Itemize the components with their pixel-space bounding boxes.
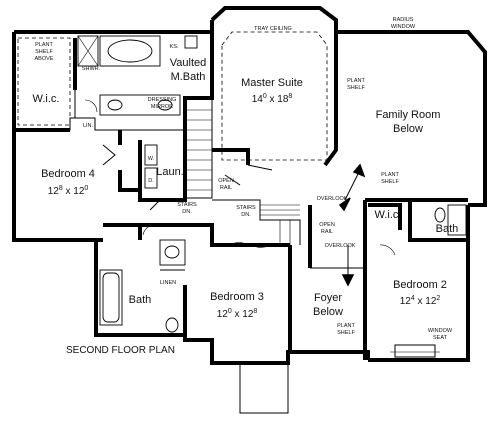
note-open-rail-1b: RAIL (220, 185, 232, 191)
master-suite-name: Master Suite (241, 77, 303, 89)
note-plant-shelf-foyer-2: SHELF (337, 330, 355, 336)
note-lin: LIN. (83, 123, 94, 129)
note-stairs-dn-2a: STAIRS (236, 205, 256, 211)
note-open-rail-1a: OPEN (218, 178, 234, 184)
hall-bath-name: Bath (129, 294, 152, 306)
note-plant-shelf-above-3: ABOVE (35, 56, 54, 62)
note-open-rail-2a: OPEN (319, 222, 335, 228)
note-stairs-dn-1a: STAIRS (177, 202, 197, 208)
bed2-bath-name: Bath (436, 223, 459, 235)
overlook-arrowhead-1 (352, 163, 366, 178)
note-window-seat-2: SEAT (433, 335, 448, 341)
note-dryer: D. (148, 178, 154, 184)
note-stairs-dn-1b: DN. (182, 209, 192, 215)
note-open-rail-2b: RAIL (321, 229, 333, 235)
overlook-arrow-line-1 (344, 169, 361, 201)
laundry-name: Laun. (156, 166, 184, 178)
foyer-name: Foyer (314, 292, 342, 304)
room-labels: Master Suite 140 x 188 Family Room Below… (33, 57, 459, 320)
note-plant-shelf-foyer-1: PLANT (337, 323, 355, 329)
note-stairs-dn-2b: DN. (241, 212, 251, 218)
note-plant-shelf-fr-2: SHELF (381, 179, 399, 185)
bedroom2-name: Bedroom 2 (393, 279, 447, 291)
note-dressing-mirror-2: MIRROR (151, 104, 173, 110)
ceiling-lines (17, 31, 328, 161)
bed2-wic-name: W.i.c. (375, 209, 402, 221)
overlook-arrowhead-2 (338, 197, 351, 212)
bedroom2-dims: 124 x 122 (400, 295, 441, 307)
bedroom3-dims: 120 x 128 (217, 308, 258, 320)
note-washer: W. (148, 156, 155, 162)
fixtures (77, 35, 467, 333)
plan-title: SECOND FLOOR PLAN (66, 345, 175, 356)
door-swings (84, 99, 396, 256)
note-plant-shelf-above-1: PLANT (35, 42, 53, 48)
note-ks: KS. (170, 44, 179, 50)
overlook-arrows (338, 163, 366, 287)
note-overlook-1: OVERLOOK (317, 196, 348, 202)
master-suite-dims: 140 x 188 (252, 93, 293, 105)
note-plant-shelf-fr-1: PLANT (381, 172, 399, 178)
vaulted-bath-name-2: M.Bath (171, 71, 206, 83)
note-shwr: SHWR. (82, 66, 101, 72)
note-plant-shelf-mr-1: PLANT (347, 78, 365, 84)
foyer-below: Below (313, 306, 343, 318)
family-room-below: Below (393, 123, 423, 135)
note-radius-window-1: RADIUS (393, 17, 414, 23)
bedroom3-name: Bedroom 3 (210, 291, 264, 303)
note-radius-window-2: WINDOW (391, 24, 416, 30)
stairs (149, 97, 301, 245)
master-wic-name: W.i.c. (33, 93, 60, 105)
bedroom4-name: Bedroom 4 (41, 168, 95, 180)
note-plant-shelf-above-2: SHELF (35, 49, 53, 55)
annotations: PLANT SHELF ABOVE SHWR. KS. TRAY CEILING… (35, 17, 453, 341)
window-details (239, 344, 440, 414)
note-overlook-2: OVERLOOK (325, 243, 356, 249)
note-tray-ceiling: TRAY CEILING (254, 26, 292, 32)
vaulted-bath-name-1: Vaulted (170, 57, 207, 69)
note-linen: LINEN (160, 280, 176, 286)
bedroom4-dims: 128 x 120 (48, 185, 89, 197)
overlook-arrowhead-3 (341, 274, 355, 287)
note-plant-shelf-mr-2: SHELF (347, 85, 365, 91)
note-dressing-mirror-1: DRESSING (148, 97, 177, 103)
note-window-seat-1: WINDOW (428, 328, 453, 334)
family-room-name: Family Room (376, 109, 441, 121)
